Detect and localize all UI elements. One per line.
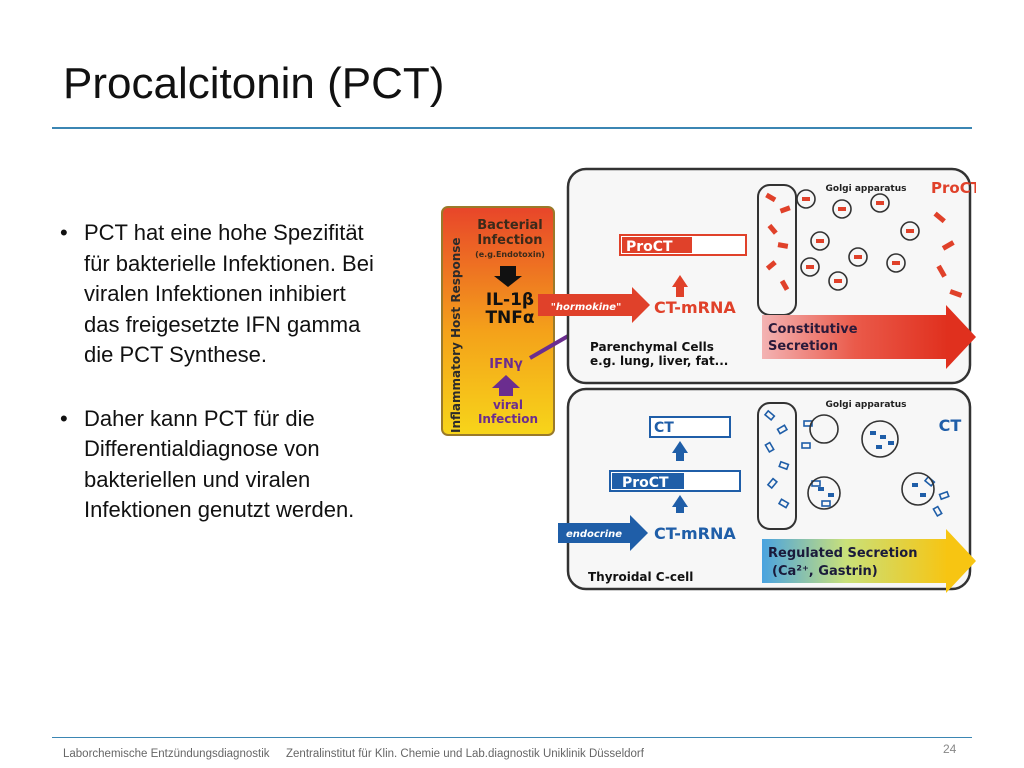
constitutive-line-1: Constitutive [768, 322, 858, 337]
footer-left: Laborchemische Entzündungsdiagnostik [63, 748, 270, 760]
bottom-granules [763, 409, 950, 518]
title-divider [52, 127, 972, 129]
bottom-ct-text: CT [654, 420, 674, 436]
bottom-mrna: CT-mRNA [654, 524, 736, 543]
bullet-text: PCT hat eine hohe Spezifität für bakteri… [84, 218, 374, 371]
bullet-line: Differentialdiagnose von [84, 436, 320, 461]
bacterial-line-3: (e.g.Endotoxin) [475, 250, 545, 259]
bullet-line: PCT hat eine hohe Spezifität [84, 220, 364, 245]
hormokine-arrow [538, 294, 632, 316]
bottom-ct-box [649, 416, 731, 438]
cytokine-2: TNFα [485, 308, 534, 328]
bullet-line: das freigesetzte IFN gamma [84, 311, 361, 337]
thyroidal-label: Thyroidal C-cell [588, 570, 693, 584]
footer-center: Zentralinstitut für Klin. Chemie und Lab… [286, 748, 644, 760]
top-golgi-label: Golgi apparatus [826, 184, 907, 194]
regulated-arrow [762, 539, 948, 583]
hormokine-label: "hormokine" [551, 302, 622, 313]
slide-title: Procalcitonin (PCT) [63, 59, 445, 108]
bottom-proct-text: ProCT [622, 475, 669, 491]
up-arrow-icon [492, 375, 520, 388]
bullet-dot: • [60, 220, 68, 245]
endocrine-label: endocrine [566, 529, 622, 540]
bacterial-line-2: Infection [477, 233, 542, 248]
pct-secretion-diagram: Inflammatory Host Response Bacterial Inf… [441, 167, 976, 593]
bullet-dot: • [60, 405, 68, 431]
regulated-line-1: Regulated Secretion [768, 546, 917, 561]
bullet-list: • PCT hat eine hohe Spezifität für bakte… [60, 218, 440, 559]
bacterial-line-1: Bacterial [477, 218, 543, 233]
bottom-golgi-label: Golgi apparatus [826, 400, 907, 410]
bullet-item: • Daher kann PCT für die Differentialdia… [60, 404, 440, 526]
bullet-line: Daher kann PCT für die [84, 405, 315, 431]
bullet-line: Infektionen genutzt werden. [84, 497, 355, 522]
regulated-line-2: (Ca²⁺, Gastrin) [772, 564, 878, 579]
constitutive-arrow [762, 315, 948, 359]
bullet-line: die PCT Synthese. [84, 342, 268, 367]
bullet-line: bakteriellen und viralen [84, 466, 311, 492]
top-granules [765, 192, 963, 298]
bullet-line: viralen Infektionen inhibiert [84, 281, 346, 306]
side-label: Inflammatory Host Response [449, 237, 463, 433]
golgi-bottom [757, 402, 797, 530]
cytokine-1: IL-1β [486, 290, 534, 310]
bullet-line: für bakterielle Infektionen. Bei [84, 250, 374, 276]
proct-label: ProCT [931, 179, 976, 197]
bullet-item: • PCT hat eine hohe Spezifität für bakte… [60, 218, 440, 371]
footer-divider [52, 737, 972, 738]
up-arrow-icon [672, 495, 688, 507]
viral-line-2: Infection [478, 412, 538, 426]
ct-label: CT [939, 416, 962, 435]
bullet-text: Daher kann PCT für die Differentialdiagn… [84, 404, 354, 526]
top-mrna: CT-mRNA [654, 298, 736, 317]
up-arrow-icon [672, 441, 688, 453]
parenchymal-line-2: e.g. lung, liver, fat... [590, 354, 728, 368]
top-proct-text: ProCT [626, 239, 673, 255]
inflammatory-panel [441, 206, 555, 436]
ifn-label: IFNγ [489, 357, 523, 372]
top-vesicles [796, 189, 920, 291]
parenchymal-line-1: Parenchymal Cells [590, 340, 714, 354]
bottom-vesicles [807, 414, 935, 510]
down-arrow-icon [500, 266, 516, 276]
endocrine-arrow [558, 523, 630, 543]
page-number: 24 [943, 742, 957, 756]
constitutive-line-2: Secretion [768, 339, 838, 354]
viral-line-1: viral [493, 398, 523, 412]
up-arrow-icon [672, 275, 688, 287]
